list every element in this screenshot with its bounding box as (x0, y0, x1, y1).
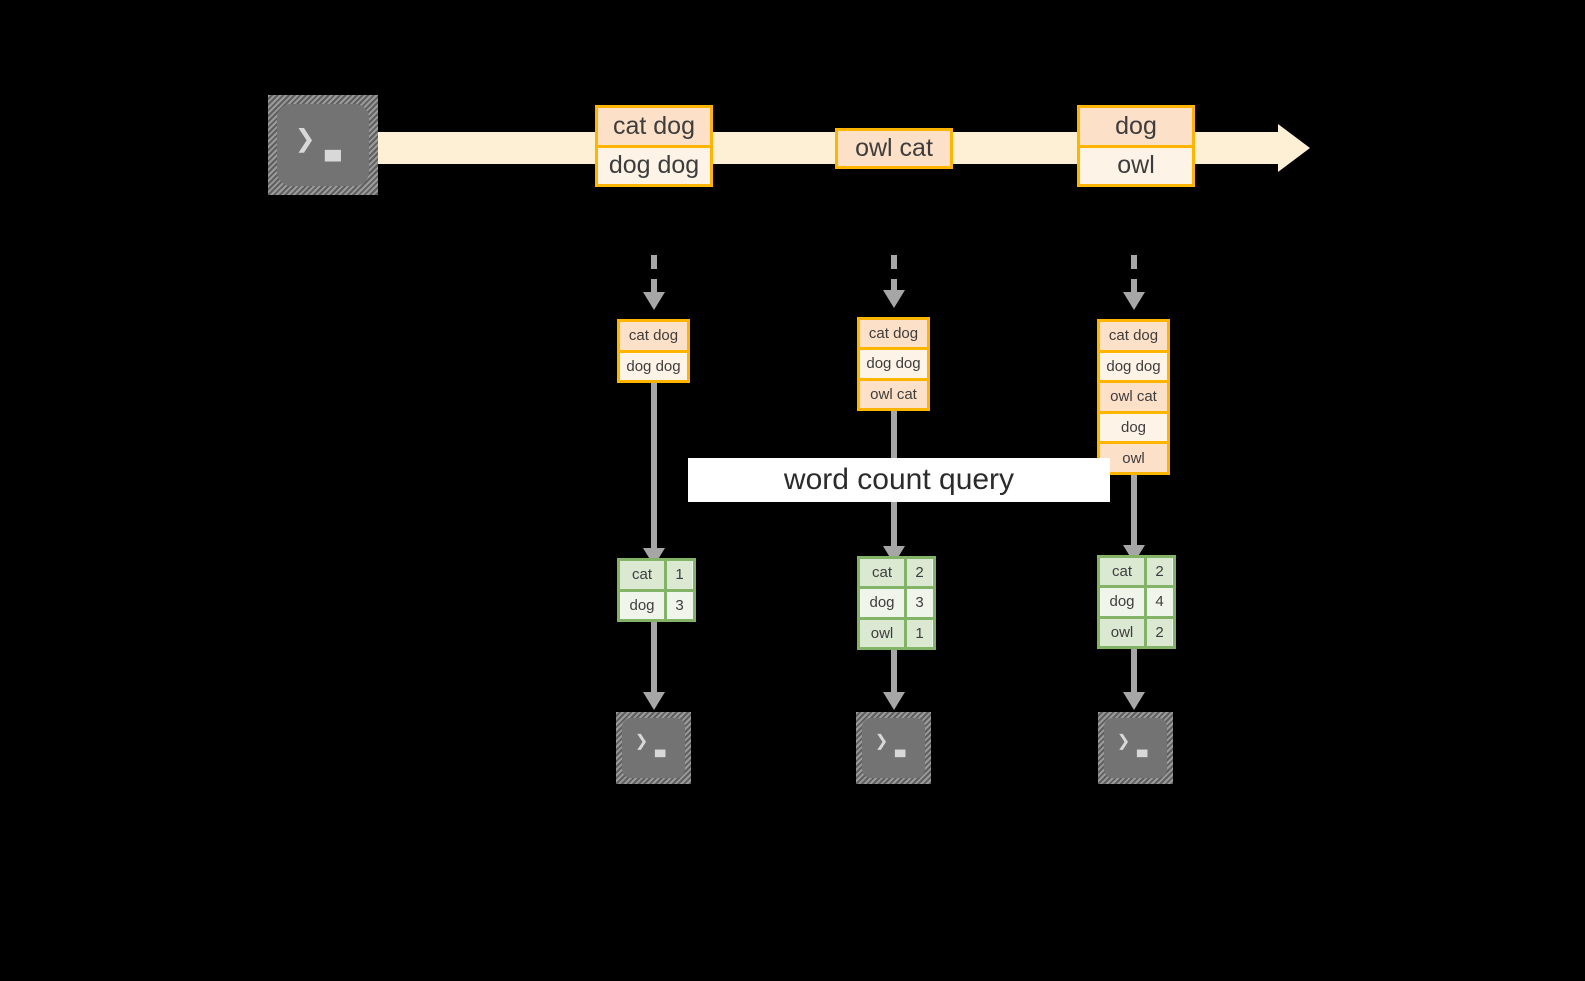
stage-2-sink-arrowhead (883, 692, 905, 710)
event-line: dog dog (1100, 349, 1167, 381)
table-row: dog 3 (620, 588, 693, 619)
stage-2-ingest-connector (891, 255, 897, 297)
event-line: dog dog (598, 144, 710, 184)
stage-1-sink-arrowhead (643, 692, 665, 710)
event-line: dog (1080, 108, 1192, 145)
table-row: dog 4 (1100, 585, 1173, 616)
stage-3-accumulated-events[interactable]: cat dog dog dog owl cat dog owl (1097, 319, 1170, 475)
count-word: dog (1100, 588, 1144, 616)
stage-1-ingest-arrowhead (643, 292, 665, 310)
terminal-prompt-icon: ❯ (295, 119, 316, 159)
event-line: dog (1100, 410, 1167, 442)
stage-2-count-table[interactable]: cat 2 dog 3 owl 1 (857, 556, 936, 650)
stage-1-query-connector (651, 383, 657, 558)
count-word: owl (860, 619, 904, 647)
event-line: dog dog (620, 349, 687, 380)
stage-2-sink-terminal-icon[interactable]: ❯ ▃ (856, 712, 931, 784)
stage-3-sink-arrowhead (1123, 692, 1145, 710)
terminal-cursor-icon: ▃ (1137, 738, 1148, 758)
terminal-cursor-icon: ▃ (325, 132, 341, 162)
terminal-screen: ❯ ▃ (862, 718, 925, 778)
count-value: 2 (1144, 558, 1172, 586)
terminal-prompt-icon: ❯ (875, 729, 889, 754)
table-row: cat 2 (1100, 558, 1173, 586)
count-word: cat (1100, 558, 1144, 586)
table-row: cat 2 (860, 559, 933, 587)
count-word: dog (620, 591, 664, 619)
count-value: 2 (904, 559, 932, 587)
count-word: dog (860, 589, 904, 617)
word-count-query-label: word count query (688, 458, 1110, 502)
table-row: cat 1 (620, 561, 693, 589)
count-value: 2 (1144, 618, 1172, 646)
stage-1-accumulated-events[interactable]: cat dog dog dog (617, 319, 690, 383)
event-line: dog dog (860, 347, 927, 378)
stage-1-sink-connector (651, 622, 657, 700)
count-word: cat (860, 559, 904, 587)
stage-3-ingest-arrowhead (1123, 292, 1145, 310)
count-word: cat (620, 561, 664, 589)
stage-3-sink-connector (1131, 649, 1137, 700)
stream-event-batch-1[interactable]: cat dog dog dog (595, 105, 713, 187)
table-row: owl 1 (860, 616, 933, 647)
stream-event-batch-2[interactable]: owl cat (835, 128, 953, 169)
event-line: owl cat (860, 377, 927, 408)
event-line: owl (1080, 144, 1192, 184)
count-value: 1 (904, 619, 932, 647)
stage-3-query-connector (1131, 475, 1137, 555)
event-line: cat dog (1100, 322, 1167, 350)
event-line: cat dog (620, 322, 687, 350)
stream-event-batch-3[interactable]: dog owl (1077, 105, 1195, 187)
terminal-screen: ❯ ▃ (622, 718, 685, 778)
stage-3-count-table[interactable]: cat 2 dog 4 owl 2 (1097, 555, 1176, 649)
event-line: owl cat (838, 131, 950, 166)
terminal-cursor-icon: ▃ (655, 738, 666, 758)
terminal-prompt-icon: ❯ (635, 729, 649, 754)
event-stream-arrowhead (1278, 124, 1310, 172)
event-line: cat dog (598, 108, 710, 145)
table-row: owl 2 (1100, 615, 1173, 646)
stage-3-sink-terminal-icon[interactable]: ❯ ▃ (1098, 712, 1173, 784)
terminal-screen: ❯ ▃ (1104, 718, 1167, 778)
stage-2-sink-connector (891, 650, 897, 700)
source-terminal-icon[interactable]: ❯ ▃ (268, 95, 378, 195)
stage-2-ingest-arrowhead (883, 290, 905, 308)
terminal-screen: ❯ ▃ (277, 104, 369, 186)
count-value: 4 (1144, 588, 1172, 616)
count-value: 3 (904, 589, 932, 617)
stage-1-sink-terminal-icon[interactable]: ❯ ▃ (616, 712, 691, 784)
count-word: owl (1100, 618, 1144, 646)
terminal-prompt-icon: ❯ (1117, 729, 1131, 754)
event-line: cat dog (860, 320, 927, 348)
table-row: dog 3 (860, 586, 933, 617)
count-value: 1 (664, 561, 692, 589)
event-line: owl cat (1100, 380, 1167, 411)
terminal-cursor-icon: ▃ (895, 738, 906, 758)
stage-1-ingest-connector (651, 255, 657, 297)
count-value: 3 (664, 591, 692, 619)
stage-2-accumulated-events[interactable]: cat dog dog dog owl cat (857, 317, 930, 411)
stage-3-ingest-connector (1131, 255, 1137, 297)
event-line: owl (1100, 441, 1167, 472)
stage-1-count-table[interactable]: cat 1 dog 3 (617, 558, 696, 622)
